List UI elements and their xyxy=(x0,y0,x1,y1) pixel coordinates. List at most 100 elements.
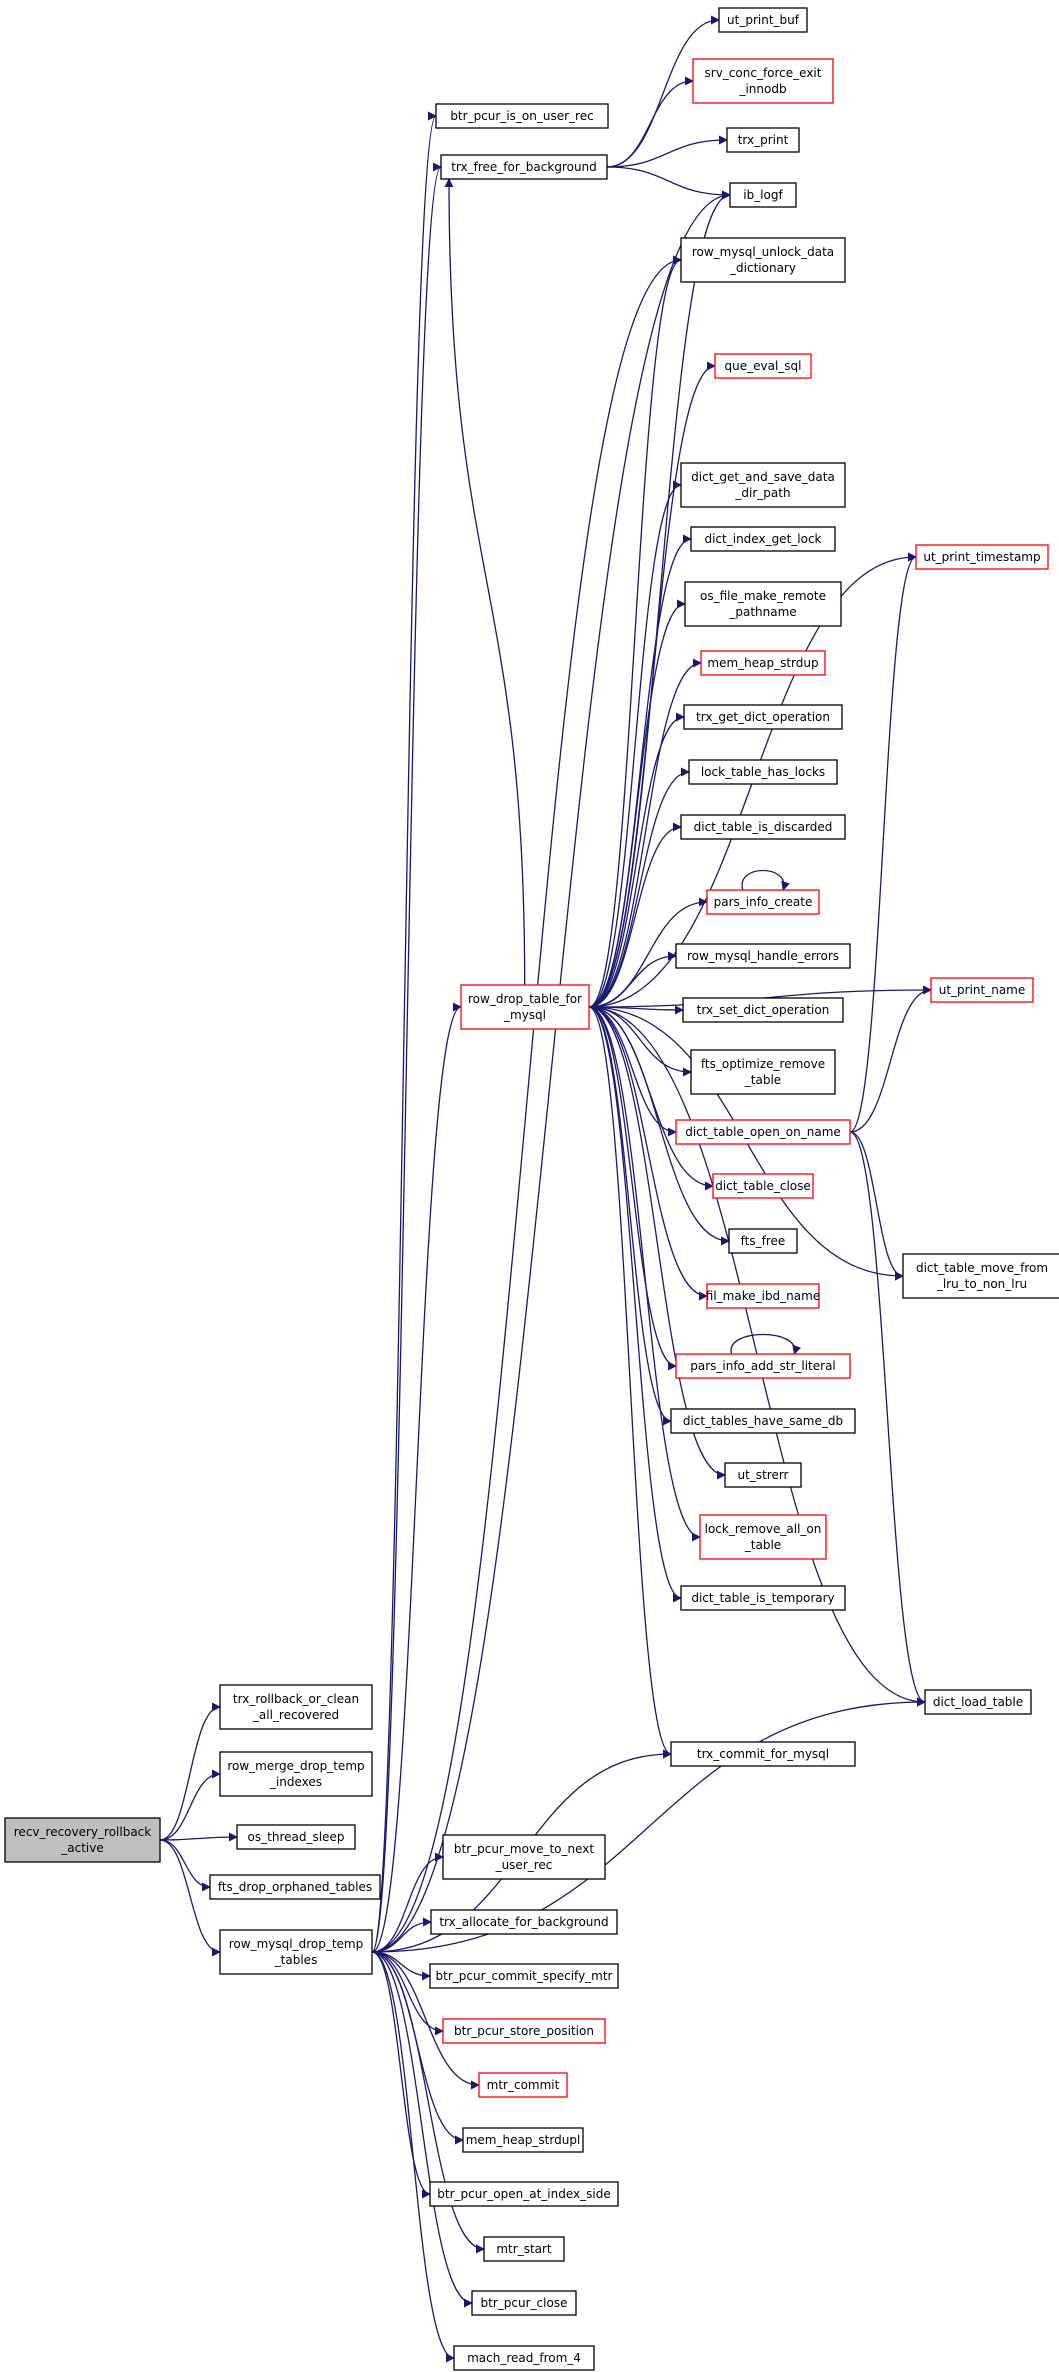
node-label: lock_table_has_locks xyxy=(701,765,825,779)
node-btr_pcur_close[interactable]: btr_pcur_close xyxy=(471,2290,577,2316)
node-box xyxy=(675,943,851,969)
call-edge-row_mysql_drop_temp-to-trx_free_bg xyxy=(371,162,442,1953)
node-label: mem_heap_strdup xyxy=(707,656,818,670)
node-ut_print_buf[interactable]: ut_print_buf xyxy=(718,7,808,33)
node-ut_print_name[interactable]: ut_print_name xyxy=(930,977,1034,1003)
call-edge-row_drop_table-to-dict_tables_have_same_db xyxy=(588,1006,672,1426)
node-lock_table_has_locks[interactable]: lock_table_has_locks xyxy=(688,759,838,785)
node-label: ut_print_timestamp xyxy=(923,550,1040,564)
node-box xyxy=(680,237,846,283)
node-dict_load_table[interactable]: dict_load_table xyxy=(924,1689,1032,1715)
node-label: btr_pcur_close xyxy=(481,2296,568,2310)
call-edge-row_mysql_drop_temp-to-ib_logf xyxy=(371,190,731,1953)
call-edge-row_drop_table-to-trx_commit_for_mysql xyxy=(588,1006,672,1759)
node-que_eval_sql[interactable]: que_eval_sql xyxy=(714,353,812,379)
node-label: mem_heap_strdupl xyxy=(466,2133,581,2147)
node-box xyxy=(471,2290,577,2316)
node-label: fil_make_ibd_name xyxy=(706,1289,820,1303)
node-dict_get_and_save[interactable]: dict_get_and_save_data_dir_path xyxy=(680,462,846,508)
node-dict_table_open_on_name[interactable]: dict_table_open_on_name xyxy=(675,1119,851,1145)
call-edge-row_drop_table-to-dict_table_is_temporary xyxy=(588,1006,682,1603)
node-label: fts_free xyxy=(741,1234,786,1248)
node-label: pars_info_add_str_literal xyxy=(690,1359,836,1373)
node-dict_tables_have_same_db[interactable]: dict_tables_have_same_db xyxy=(670,1408,856,1434)
node-box xyxy=(726,127,800,153)
node-pars_info_create[interactable]: pars_info_create xyxy=(706,889,820,915)
node-label: lock_remove_all_on xyxy=(705,1522,822,1536)
node-dict_table_move[interactable]: dict_table_move_from_lru_to_non_lru xyxy=(902,1253,1059,1299)
node-box xyxy=(435,103,609,129)
node-btr_pcur_move_to_next[interactable]: btr_pcur_move_to_next_user_rec xyxy=(442,1834,606,1880)
call-edge-row_drop_table-to-que_eval_sql xyxy=(588,361,716,1008)
node-trx_print[interactable]: trx_print xyxy=(726,127,800,153)
node-trx_set_dict_op[interactable]: trx_set_dict_operation xyxy=(682,997,844,1023)
node-ib_logf[interactable]: ib_logf xyxy=(729,182,797,208)
node-mem_heap_strdupl[interactable]: mem_heap_strdupl xyxy=(462,2127,584,2153)
node-row_drop_table[interactable]: row_drop_table_for_mysql xyxy=(460,984,590,1030)
node-srv_conc[interactable]: srv_conc_force_exit_innodb xyxy=(692,58,834,104)
node-fil_make_ibd_name[interactable]: fil_make_ibd_name xyxy=(706,1283,820,1309)
node-label: btr_pcur_open_at_index_side xyxy=(437,2187,610,2201)
node-row_mysql_handle_errors[interactable]: row_mysql_handle_errors xyxy=(675,943,851,969)
node-label: _all_recovered xyxy=(252,1708,339,1722)
node-dict_table_close[interactable]: dict_table_close xyxy=(712,1173,814,1199)
node-label: _pathname xyxy=(728,605,796,619)
node-btr_pcur_store_position[interactable]: btr_pcur_store_position xyxy=(442,2018,606,2044)
node-trx_commit_for_mysql[interactable]: trx_commit_for_mysql xyxy=(670,1741,856,1767)
node-label: _tables xyxy=(274,1953,318,1967)
node-dict_table_is_temporary[interactable]: dict_table_is_temporary xyxy=(680,1585,846,1611)
node-label: mtr_commit xyxy=(487,2078,560,2092)
node-pars_info_add_str[interactable]: pars_info_add_str_literal xyxy=(675,1353,851,1379)
node-box xyxy=(683,704,843,730)
node-label: _innodb xyxy=(738,82,786,96)
node-os_file_make_remote[interactable]: os_file_make_remote_pathname xyxy=(684,581,842,627)
node-box xyxy=(692,58,834,104)
node-row_mysql_drop_temp[interactable]: row_mysql_drop_temp_tables xyxy=(219,1929,373,1975)
call-edge-recv_root-to-fts_drop_orphaned xyxy=(159,1839,211,1892)
call-edge-row_drop_table-to-mem_heap_strdup xyxy=(588,658,702,1008)
node-os_thread_sleep[interactable]: os_thread_sleep xyxy=(236,1824,356,1850)
node-box xyxy=(478,2072,568,2098)
node-fts_optimize_remove[interactable]: fts_optimize_remove_table xyxy=(690,1049,836,1095)
node-label: os_thread_sleep xyxy=(248,1830,345,1844)
node-btr_pcur_open_at_index_side[interactable]: btr_pcur_open_at_index_side xyxy=(429,2181,619,2207)
node-box xyxy=(706,889,820,915)
node-trx_allocate_bg[interactable]: trx_allocate_for_background xyxy=(430,1909,618,1935)
node-ut_print_timestamp[interactable]: ut_print_timestamp xyxy=(915,544,1049,570)
node-box xyxy=(714,353,812,379)
node-mtr_commit[interactable]: mtr_commit xyxy=(478,2072,568,2098)
node-recv_root[interactable]: recv_recovery_rollback_active xyxy=(4,1817,161,1863)
node-btr_pcur_commit_specify[interactable]: btr_pcur_commit_specify_mtr xyxy=(429,1963,619,1989)
node-label: trx_print xyxy=(738,133,789,147)
call-edge-row_mysql_drop_temp-to-btr_pcur_close xyxy=(371,1951,473,2308)
node-mtr_start[interactable]: mtr_start xyxy=(483,2236,565,2262)
node-box xyxy=(915,544,1049,570)
call-edge-row_mysql_drop_temp-to-btr_pcur_open_at_index_side xyxy=(371,1951,431,2199)
node-mach_read_from_4[interactable]: mach_read_from_4 xyxy=(453,2345,595,2371)
call-edge-row_mysql_drop_temp-to-btr_pcur_is_on_user_rec xyxy=(371,111,437,1953)
call-edge-dict_table_open_on_name-to-dict_load_table xyxy=(849,1131,926,1707)
node-ut_strerr[interactable]: ut_strerr xyxy=(724,1462,802,1488)
node-box xyxy=(675,1119,851,1145)
node-dict_index_get_lock[interactable]: dict_index_get_lock xyxy=(690,526,836,552)
node-btr_pcur_is_on_user_rec[interactable]: btr_pcur_is_on_user_rec xyxy=(435,103,609,129)
node-box xyxy=(483,2236,565,2262)
node-trx_rollback[interactable]: trx_rollback_or_clean_all_recovered xyxy=(219,1684,373,1730)
node-fts_drop_orphaned[interactable]: fts_drop_orphaned_tables xyxy=(209,1874,381,1900)
node-row_merge_drop[interactable]: row_merge_drop_temp_indexes xyxy=(219,1751,373,1797)
node-label: recv_recovery_rollback xyxy=(14,1825,152,1839)
call-edge-row_drop_table-to-row_mysql_handle_errors xyxy=(588,951,677,1008)
node-label: trx_get_dict_operation xyxy=(696,710,830,724)
node-dict_table_is_discarded[interactable]: dict_table_is_discarded xyxy=(680,814,846,840)
node-trx_free_bg[interactable]: trx_free_for_background xyxy=(440,154,608,180)
node-label: _indexes xyxy=(269,1775,322,1789)
node-box xyxy=(462,2127,584,2153)
call-edge-trx_free_bg-to-trx_print xyxy=(606,135,728,168)
node-trx_get_dict_op[interactable]: trx_get_dict_operation xyxy=(683,704,843,730)
node-fts_free[interactable]: fts_free xyxy=(728,1228,798,1254)
node-mem_heap_strdup[interactable]: mem_heap_strdup xyxy=(700,650,826,676)
node-label: que_eval_sql xyxy=(725,359,802,373)
node-row_mysql_unlock[interactable]: row_mysql_unlock_data_dictionary xyxy=(680,237,846,283)
node-label: dict_table_is_temporary xyxy=(691,1591,834,1605)
node-lock_remove_all_on[interactable]: lock_remove_all_on_table xyxy=(699,1514,827,1560)
